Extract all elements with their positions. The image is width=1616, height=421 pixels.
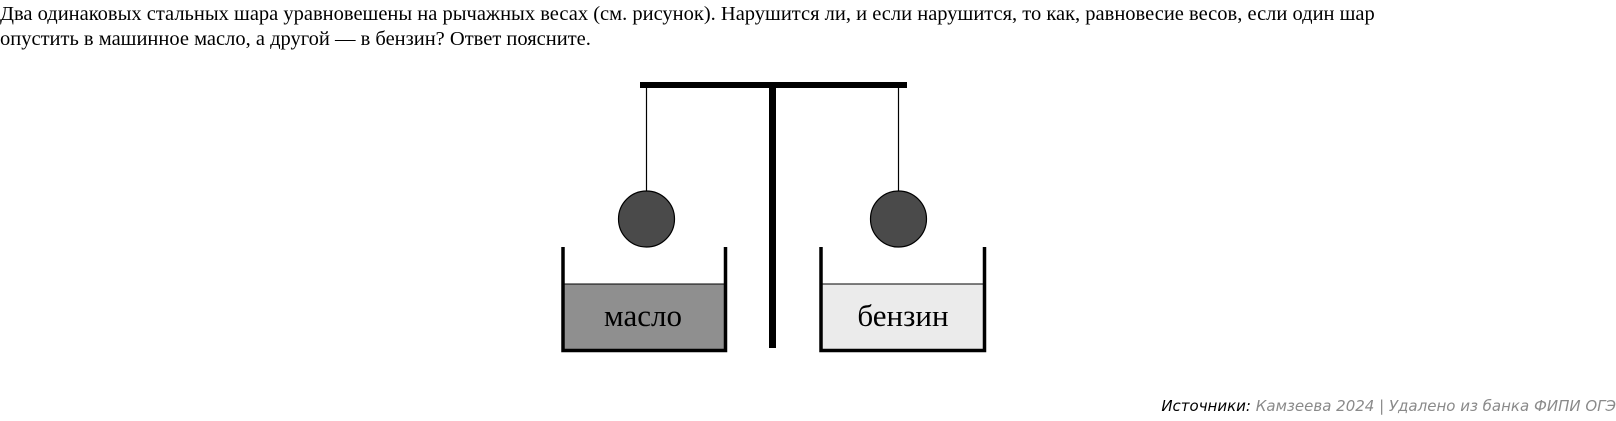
gasoline-container: бензин — [819, 247, 987, 353]
question-line-1: Два одинаковых стальных шара уравновешен… — [0, 3, 1375, 25]
scale-beam — [640, 82, 907, 88]
question-text: Два одинаковых стальных шара уравновешен… — [0, 2, 1616, 52]
question-line-2: опустить в машинное масло, а другой — в … — [0, 28, 591, 50]
sources-label: Источники: — [1161, 397, 1251, 415]
oil-vessel — [561, 247, 728, 353]
gasoline-label: бензин — [857, 298, 948, 333]
sources-line: Источники: Камзеева 2024 | Удалено из ба… — [1161, 397, 1616, 415]
left-steel-ball — [617, 190, 676, 248]
oil-label: масло — [604, 298, 682, 333]
oil-container: масло — [561, 247, 728, 353]
gasoline-vessel — [819, 247, 987, 353]
scale-post — [769, 88, 776, 348]
gasoline-liquid — [821, 284, 984, 350]
right-steel-ball — [869, 190, 928, 248]
sources-value: Камзеева 2024 | Удалено из банка ФИПИ ОГ… — [1255, 397, 1616, 415]
oil-liquid — [563, 284, 725, 350]
